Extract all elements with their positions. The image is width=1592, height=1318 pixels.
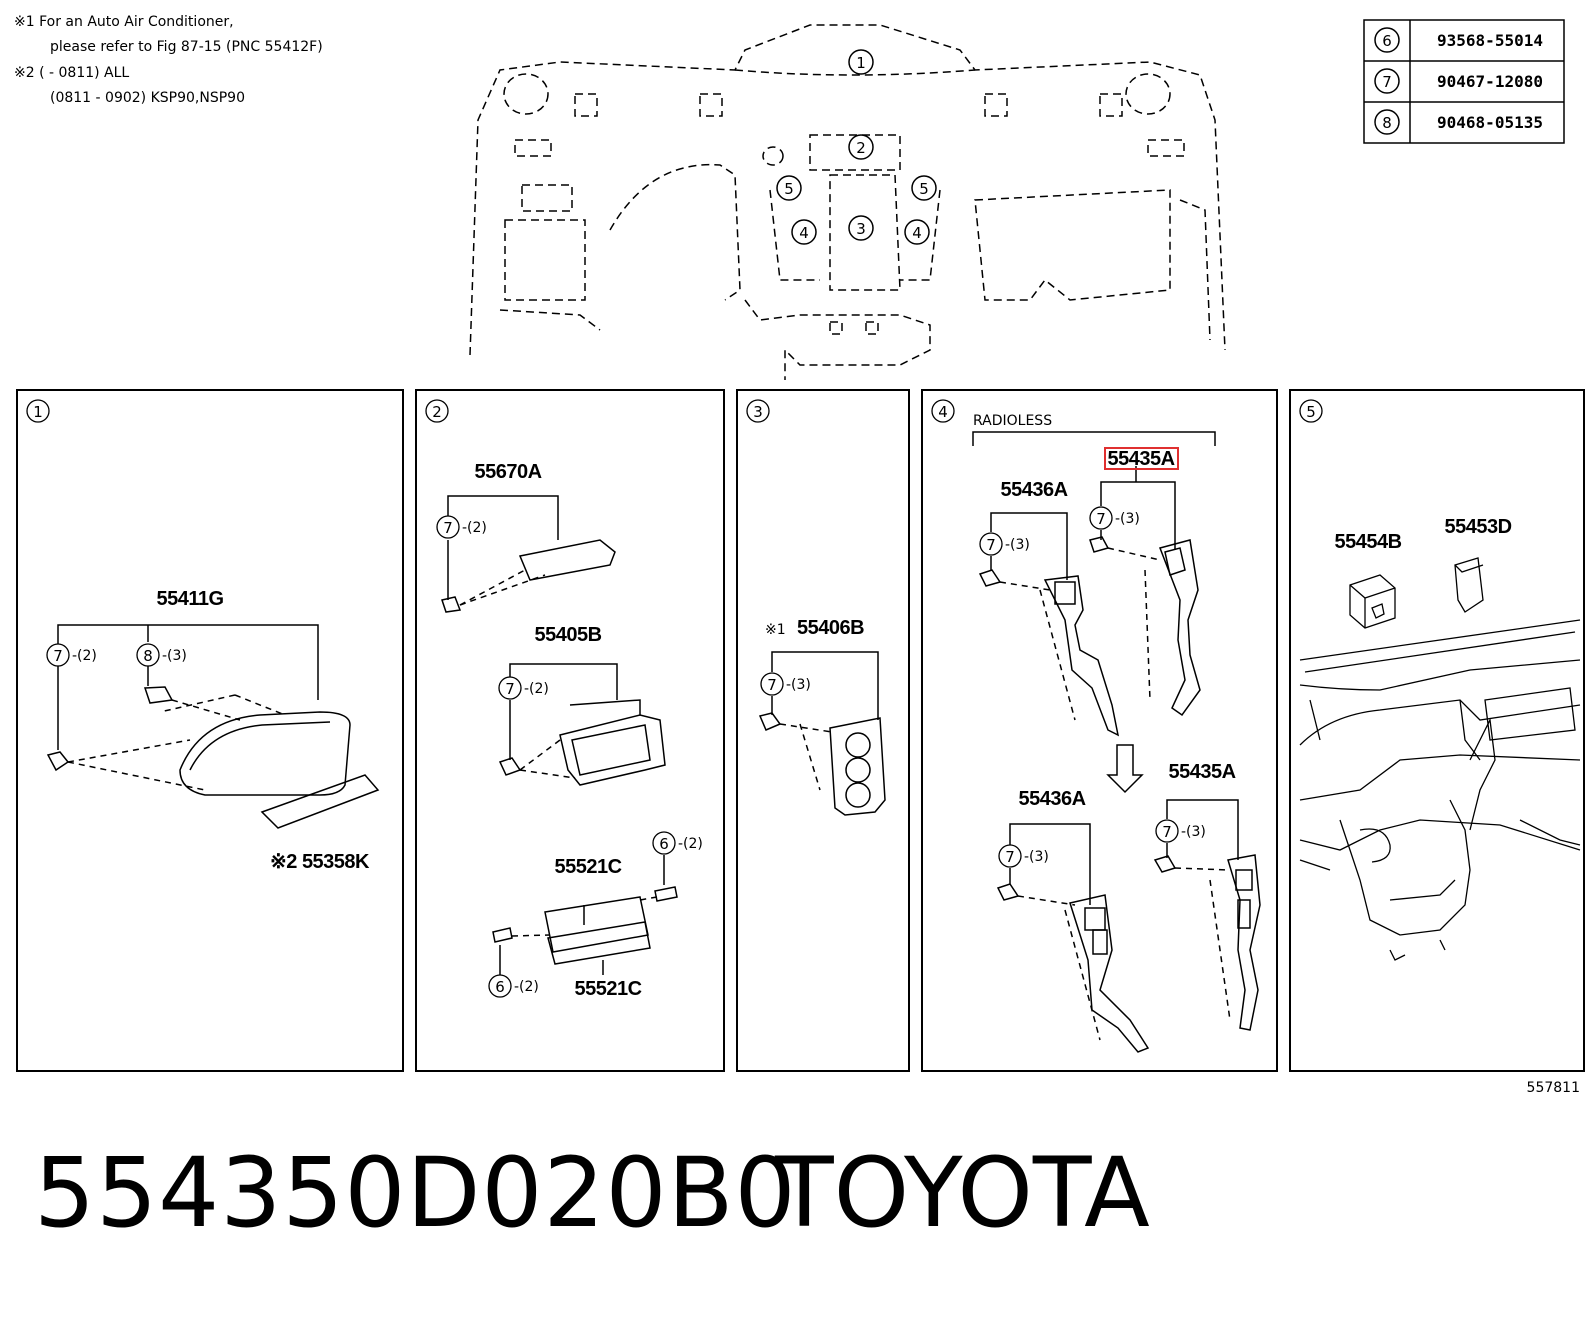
panel-1-ref: 1 [33, 403, 43, 421]
p1-clip8-qty: -(3) [162, 648, 187, 664]
overview-ref-3: 3 [856, 220, 866, 238]
p4-highlight-box [1104, 447, 1179, 470]
panel-5-drawing [1299, 557, 1581, 961]
footer-brand: TOYOTA [775, 1137, 1150, 1249]
panel-1-drawing [46, 624, 380, 829]
p2-clip7a-qty: -(2) [462, 520, 487, 536]
note-line-1: ※1 For an Auto Air Conditioner, [14, 14, 234, 30]
panel-3-ref: 3 [753, 403, 763, 421]
panel-2-drawing [441, 495, 678, 975]
overview-ref-4-right: 4 [912, 224, 922, 242]
p4-clip7-b-ref: 7 [986, 536, 996, 554]
overview-ref-4-left: 4 [799, 224, 809, 242]
p4-part-55435a-highlighted: 55435A [1107, 448, 1174, 470]
p4-clip7-c-ref: 7 [1005, 848, 1015, 866]
overview-ref-5-left: 5 [784, 180, 794, 198]
p2-part-55405b: 55405B [534, 624, 601, 646]
panel-frames [16, 389, 1585, 1072]
note-line-2: please refer to Fig 87-15 (PNC 55412F) [50, 39, 323, 55]
p3-clip7-qty: -(3) [786, 677, 811, 693]
p1-part-55358k: ※2 55358K [270, 851, 370, 873]
p1-part-55411g: 55411G [156, 588, 223, 610]
p2-clip7b-qty: -(2) [524, 681, 549, 697]
fastener-table [1363, 19, 1565, 144]
p1-clip7-qty: -(2) [72, 648, 97, 664]
p1-clip8-ref: 8 [143, 647, 153, 665]
p5-part-55454b: 55454B [1334, 531, 1401, 553]
table-ref-8: 8 [1382, 114, 1392, 132]
panel-4-ref: 4 [938, 403, 948, 421]
p4-clip7-d-ref: 7 [1162, 823, 1172, 841]
note-line-4: (0811 - 0902) KSP90,NSP90 [50, 90, 245, 106]
panel-2-ref: 2 [432, 403, 442, 421]
p2-clip7b-ref: 7 [505, 680, 515, 698]
figure-number: 557811 [1527, 1080, 1580, 1096]
p4-radioless-label: RADIOLESS [973, 413, 1052, 429]
p2-part-55670a: 55670A [474, 461, 541, 483]
p4-part-55435a-bottom: 55435A [1168, 761, 1235, 783]
p4-clip7-a-qty: -(3) [1115, 511, 1140, 527]
p4-clip7-d-qty: -(3) [1181, 824, 1206, 840]
panel-3-drawing [758, 651, 886, 816]
note-line-3: ※2 ( - 0811) ALL [14, 65, 129, 81]
p2-screw6-bottom-qty: -(2) [514, 979, 539, 995]
panel-4-drawing [972, 431, 1261, 1053]
p2-screw6-bottom-ref: 6 [495, 978, 505, 996]
p2-screw6-top-ref: 6 [659, 835, 669, 853]
table-ref-7: 7 [1382, 73, 1392, 91]
p4-part-55436a-bottom: 55436A [1018, 788, 1085, 810]
footer-part-number: 554350D020B0 [34, 1137, 797, 1249]
panel-5-ref: 5 [1306, 403, 1316, 421]
p2-part-55521c-bottom: 55521C [574, 978, 641, 1000]
overview-ref-5-right: 5 [919, 180, 929, 198]
p1-clip7-ref: 7 [53, 647, 63, 665]
p4-clip7-b-qty: -(3) [1005, 537, 1030, 553]
overview-ref-2: 2 [856, 139, 866, 157]
p5-part-55453d: 55453D [1444, 516, 1511, 538]
overview-callouts [776, 49, 937, 245]
dashboard-overview [469, 24, 1226, 380]
table-part-6: 93568-55014 [1437, 31, 1543, 50]
table-part-7: 90467-12080 [1437, 72, 1543, 91]
p2-screw6-top-qty: -(2) [678, 836, 703, 852]
p4-part-55436a-top: 55436A [1000, 479, 1067, 501]
p3-clip7-ref: 7 [767, 676, 777, 694]
p4-clip7-c-qty: -(3) [1024, 849, 1049, 865]
p3-note-mark: ※1 [765, 622, 786, 638]
table-ref-6: 6 [1382, 32, 1392, 50]
p2-clip7a-ref: 7 [443, 519, 453, 537]
p4-clip7-a-ref: 7 [1096, 510, 1106, 528]
overview-ref-1: 1 [856, 54, 866, 72]
p2-part-55521c-top: 55521C [554, 856, 621, 878]
table-part-8: 90468-05135 [1437, 113, 1543, 132]
p3-part-55406b: 55406B [797, 617, 864, 639]
